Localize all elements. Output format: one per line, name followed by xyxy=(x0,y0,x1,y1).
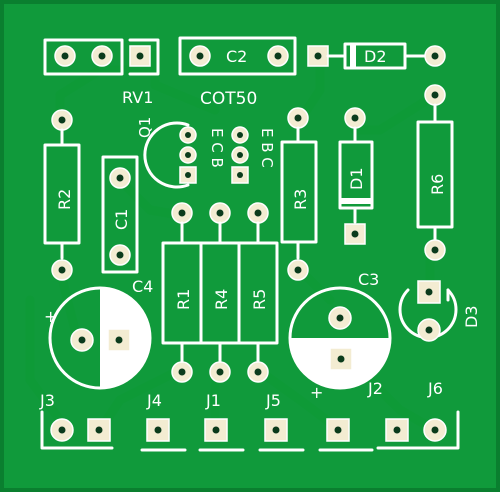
j1-label: J1 xyxy=(205,391,221,410)
c4-capacitor: C4 + xyxy=(44,277,153,390)
jack-j1: J1 xyxy=(198,391,245,452)
ebc-label: E B C xyxy=(258,128,276,168)
j3-label: J3 xyxy=(39,391,55,410)
j4-label: J4 xyxy=(146,391,162,410)
r3-label: R3 xyxy=(291,189,310,210)
c1-capacitor: C1 xyxy=(101,155,139,274)
r5-label: R5 xyxy=(250,289,269,310)
d3-label: D3 xyxy=(462,306,481,329)
r4-label: R4 xyxy=(212,289,231,310)
r2-resistor: R2 xyxy=(43,109,81,281)
j5-label: J5 xyxy=(265,391,281,410)
r1-label: R1 xyxy=(174,289,193,310)
c3-capacitor: C3 + xyxy=(288,270,392,402)
d1-label: D1 xyxy=(347,168,366,191)
d2-label: D2 xyxy=(364,47,387,66)
q1-transistor: Q1 E C B xyxy=(136,117,226,189)
c2-component: C2 xyxy=(178,36,297,76)
c3-plus: + xyxy=(310,383,323,402)
rv1-header: RV1 xyxy=(43,38,160,107)
j6-label: J6 xyxy=(427,379,443,398)
rv1-label: RV1 xyxy=(122,88,153,107)
transistor-alt-footprint: E B C xyxy=(231,126,276,184)
jack-j6: J6 xyxy=(376,379,460,450)
board-surface xyxy=(4,4,496,488)
c2-label: C2 xyxy=(226,47,247,66)
q1-ecb-label: E C B xyxy=(208,128,226,168)
c1-label: C1 xyxy=(112,209,131,230)
c4-label: C4 xyxy=(132,277,153,296)
r3-resistor: R3 xyxy=(280,107,318,281)
d2-component: D2 xyxy=(307,42,446,70)
jack-j2: J2 xyxy=(318,379,383,452)
jack-j5: J5 xyxy=(258,391,305,452)
r6-label: R6 xyxy=(428,174,447,195)
r6-resistor: R6 xyxy=(416,84,454,261)
c4-plus: + xyxy=(44,307,57,326)
q1-label: Q1 xyxy=(136,117,154,138)
jack-j4: J4 xyxy=(140,391,187,452)
j2-label: J2 xyxy=(367,379,383,398)
r1-r4-r5-block: R1 R4 R5 xyxy=(161,202,279,383)
c3-label: C3 xyxy=(358,270,379,289)
r2-label: R2 xyxy=(55,189,74,210)
board-title: COT50 xyxy=(200,89,257,109)
jack-j3: J3 xyxy=(39,391,114,450)
d3-led: D3 xyxy=(398,280,481,342)
d1-diode: D1 xyxy=(338,107,374,245)
